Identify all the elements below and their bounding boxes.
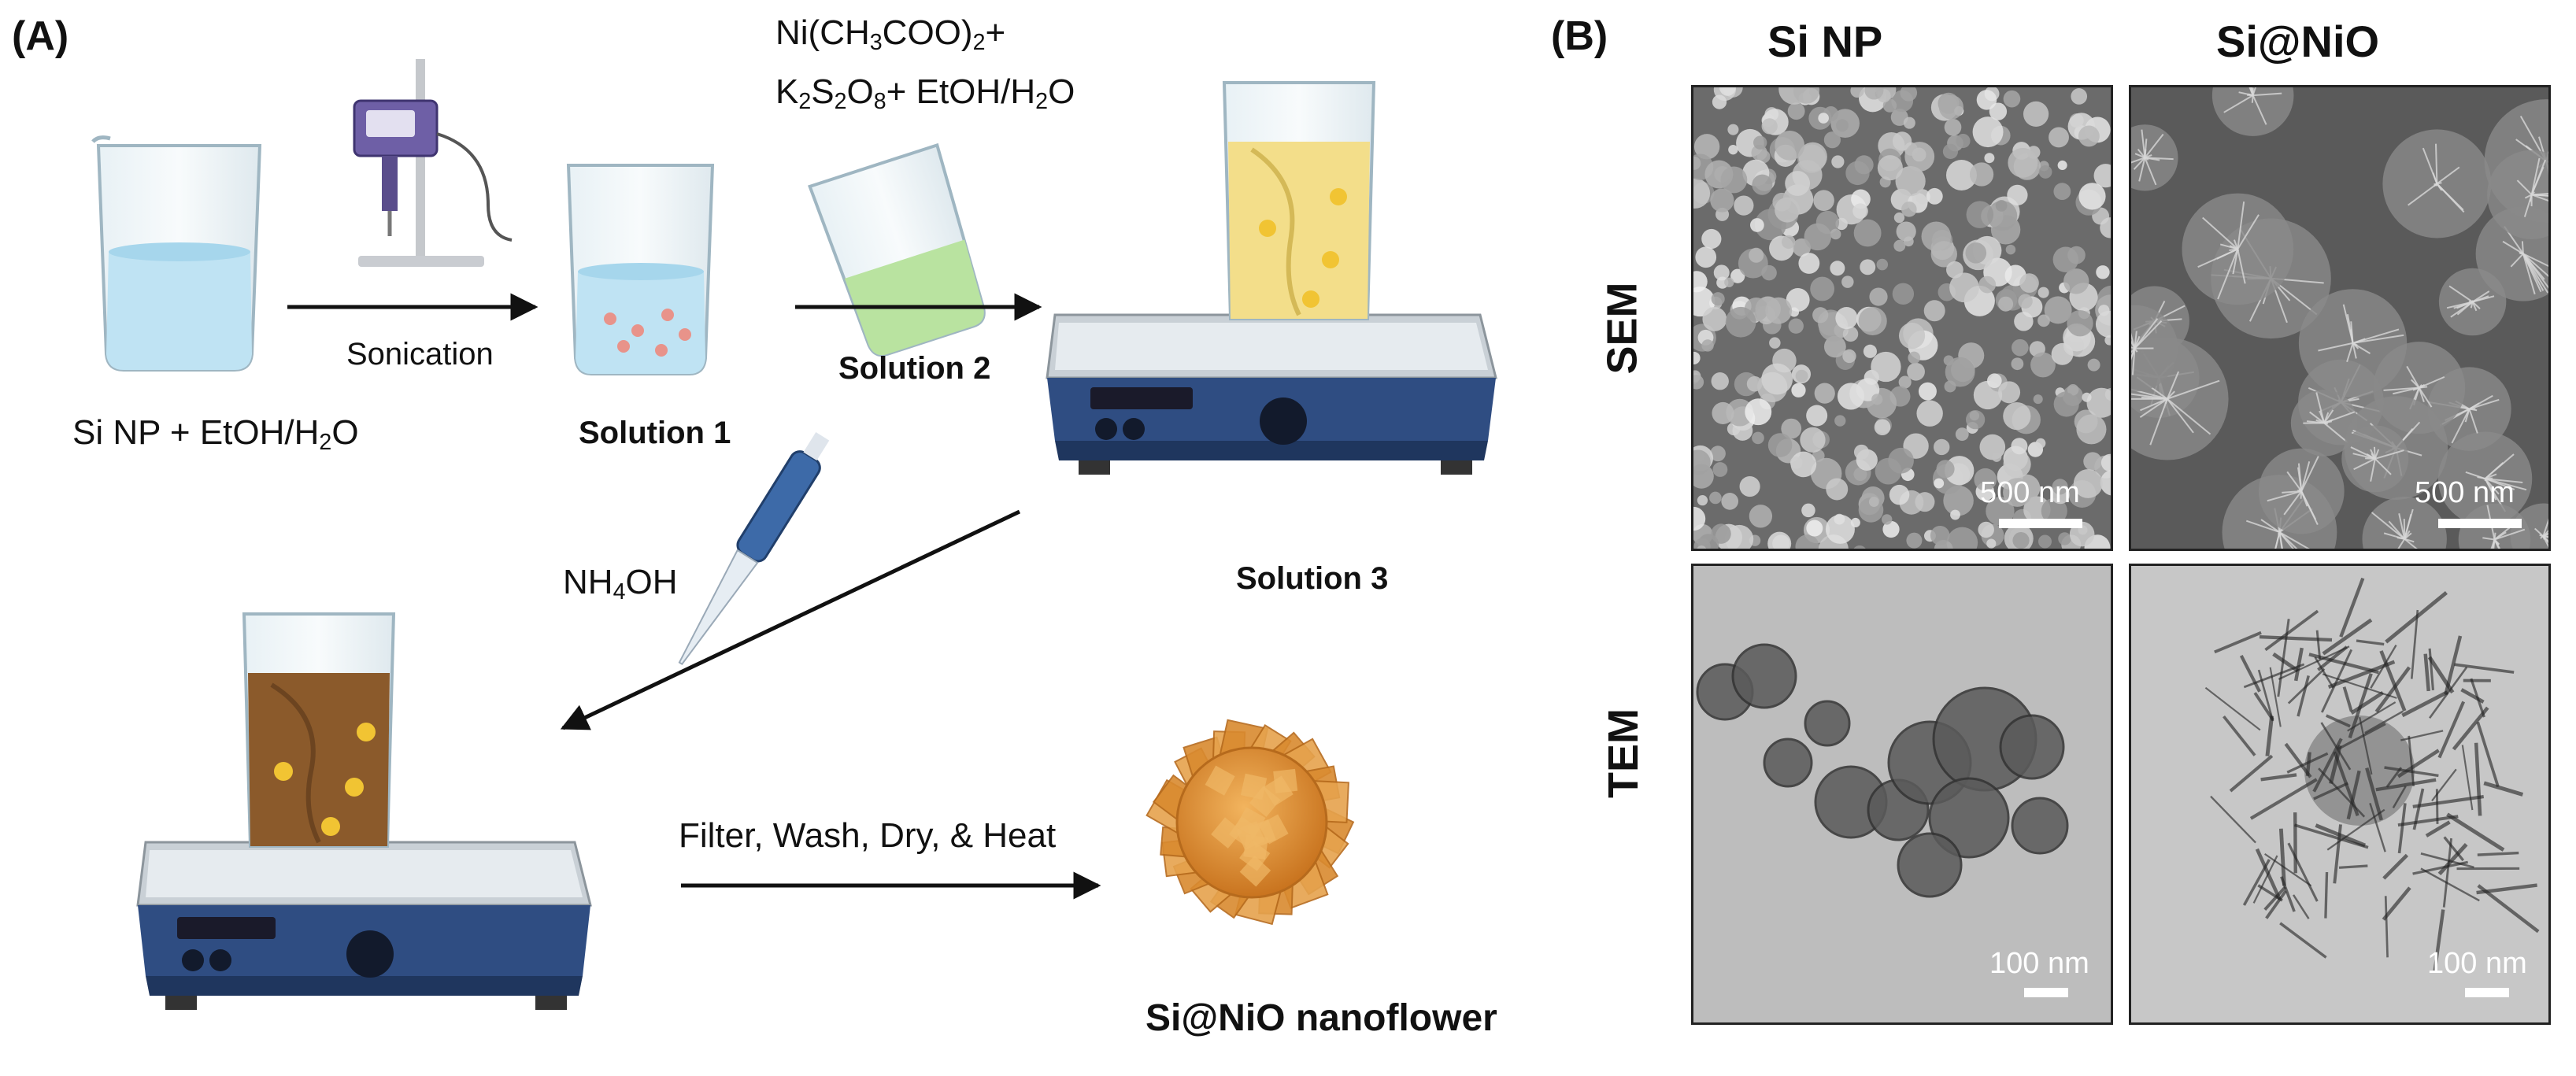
tem-image-si-np: 100 nm xyxy=(1691,564,2113,1025)
solution-3-label: Solution 3 xyxy=(1236,561,1389,596)
panel-b-label: (B) xyxy=(1551,13,1608,59)
sem-texture-si-nio xyxy=(2131,87,2548,549)
panel-a-label: (A) xyxy=(12,13,69,59)
reagent-initial: Si NP + EtOH/H2O xyxy=(72,413,359,456)
solution-1-label: Solution 1 xyxy=(579,416,731,450)
product-label: Si@NiO nanoflower xyxy=(1146,997,1497,1039)
nh4oh-label: NH4OH xyxy=(563,563,678,605)
row-header-sem: SEM xyxy=(1598,282,1646,375)
sonication-label: Sonication xyxy=(346,337,494,372)
tem-texture-si-np xyxy=(1696,643,2069,898)
beaker-solution-2 xyxy=(808,142,986,357)
sonicator-icon xyxy=(353,59,513,267)
solution-2-reagents-line1: Ni(CH3COO)2+ xyxy=(775,13,1006,56)
sem-image-si-np: 500 nm xyxy=(1691,85,2113,551)
nanoflower-icon xyxy=(1146,719,1355,926)
stirrer-brown-solution xyxy=(136,612,592,1010)
row-header-tem: TEM xyxy=(1600,708,1647,798)
scale-bar-sem-sinio xyxy=(2438,519,2522,528)
scale-bar-sem-si xyxy=(1999,519,2082,528)
beaker-initial xyxy=(91,135,262,372)
scale-label-sem-si: 500 nm xyxy=(1980,476,2080,509)
tem-texture-si-nio xyxy=(2204,577,2540,971)
solution-2-reagents-line2: K2S2O8+ EtOH/H2O xyxy=(775,72,1075,115)
stirrer-solution-3 xyxy=(1046,81,1497,475)
scale-bar-tem-si xyxy=(2024,988,2068,997)
arrow-nh4oh xyxy=(560,509,1021,730)
col-header-si-np: Si NP xyxy=(1767,17,1883,66)
scale-label-tem-sinio: 100 nm xyxy=(2427,947,2527,980)
scale-bar-tem-sinio xyxy=(2465,988,2509,997)
sem-image-si-nio: 500 nm xyxy=(2129,85,2551,551)
scale-label-sem-sinio: 500 nm xyxy=(2415,476,2515,509)
tem-image-si-nio: 100 nm xyxy=(2129,564,2551,1025)
scale-label-tem-si: 100 nm xyxy=(1989,947,2089,980)
col-header-si-nio: Si@NiO xyxy=(2216,17,2380,66)
solution-2-label: Solution 2 xyxy=(838,351,991,386)
pipette-icon xyxy=(678,432,830,666)
beaker-solution-1 xyxy=(566,164,715,375)
final-step-label: Filter, Wash, Dry, & Heat xyxy=(679,816,1057,855)
